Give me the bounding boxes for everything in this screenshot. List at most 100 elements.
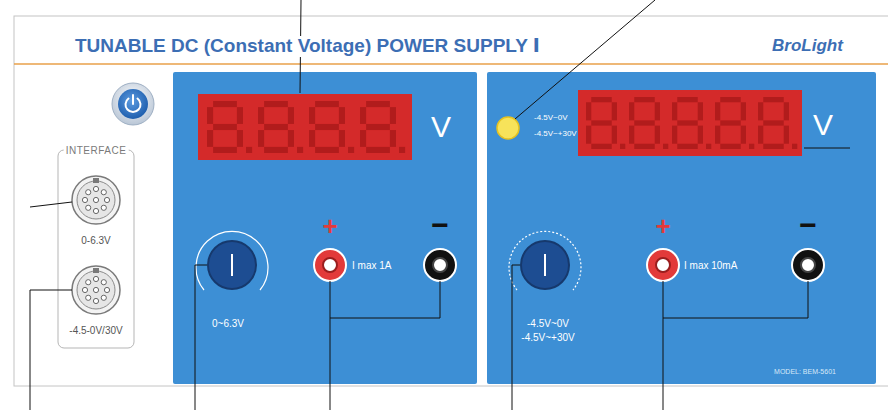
led-segment <box>629 102 634 120</box>
led-segment <box>258 130 264 147</box>
leader-lines <box>30 0 850 410</box>
led-segment <box>672 126 677 144</box>
led-segment <box>655 102 660 120</box>
polarity-sign: − <box>431 208 449 241</box>
connector-pin <box>104 197 109 202</box>
led-segment <box>763 97 783 102</box>
led-segment <box>366 124 390 130</box>
led-segment <box>366 101 390 107</box>
led-segment <box>297 147 303 153</box>
connector-pin <box>93 197 98 202</box>
led-segment <box>720 144 740 149</box>
black-terminal <box>424 249 456 281</box>
current-rating: I max 10mA <box>684 260 737 271</box>
led-segment <box>288 130 294 147</box>
title-rule <box>14 63 888 65</box>
led-segment <box>213 101 237 107</box>
current-rating: I max 1A <box>352 260 391 271</box>
led-segment <box>612 102 617 120</box>
led-segment <box>315 147 339 153</box>
connector-pin <box>93 208 98 213</box>
led-segment <box>612 126 617 144</box>
connector-socket <box>72 266 120 314</box>
led-segment <box>399 147 405 153</box>
indicator-lamp <box>497 117 519 139</box>
led-segment <box>309 130 315 147</box>
range-label: -4.5V~+30V <box>521 332 574 343</box>
led-segment <box>264 147 288 153</box>
led-segment <box>758 102 763 120</box>
led-segment <box>586 126 591 144</box>
red-terminal <box>314 249 346 281</box>
front-panel <box>14 16 888 386</box>
polarity-sign: + <box>655 212 670 241</box>
led-segment <box>715 126 720 144</box>
connector-pin <box>101 295 106 300</box>
connector-pin <box>86 280 91 285</box>
output-panel: V+−I max 1A0~6.3V <box>173 72 477 384</box>
unit-label: V <box>431 110 451 143</box>
connector-pin <box>101 280 106 285</box>
led-segment <box>784 126 789 144</box>
led-segment <box>339 107 345 124</box>
led-segment <box>390 130 396 147</box>
left-blue-panel <box>173 72 477 384</box>
led-segment <box>586 102 591 120</box>
led-segment <box>207 130 213 147</box>
led-segment <box>720 120 740 125</box>
red-terminal <box>647 249 679 281</box>
connector-pin <box>93 186 98 191</box>
led-segment <box>698 102 703 120</box>
output-panel: -4.5V~0V-4.5V~+30VV+−I max 10mA-4.5V~0V-… <box>487 72 876 384</box>
led-segment <box>213 147 237 153</box>
led-segment <box>348 147 354 153</box>
connector-pin <box>86 295 91 300</box>
led-display <box>578 90 802 156</box>
led-segment <box>634 120 654 125</box>
led-segment <box>237 107 243 124</box>
led-segment <box>360 130 366 147</box>
led-segment <box>390 107 396 124</box>
led-segment <box>792 144 797 149</box>
socket-label: -4.5-0V/30V <box>69 325 122 336</box>
indicator-label: -4.5V~+30V <box>534 130 577 139</box>
led-segment <box>366 147 390 153</box>
polarity-sign: + <box>322 212 337 241</box>
voltage-knob <box>196 231 268 290</box>
led-segment <box>677 120 697 125</box>
led-segment <box>360 107 366 124</box>
led-segment <box>677 97 697 102</box>
group-heading: INTERFACE <box>64 145 129 156</box>
connector-pin <box>104 287 109 292</box>
seven-segment-digits <box>207 101 405 153</box>
indicator-label: -4.5V~0V <box>534 114 568 123</box>
black-terminal <box>792 249 824 281</box>
power-button <box>112 83 154 125</box>
led-segment <box>264 101 288 107</box>
connector-pin <box>93 276 98 281</box>
polarity-sign: − <box>799 208 817 241</box>
connector-socket <box>72 176 120 224</box>
led-segment <box>213 124 237 130</box>
connector-pin <box>93 298 98 303</box>
led-segment <box>591 120 611 125</box>
led-segment <box>749 144 754 149</box>
led-segment <box>720 97 740 102</box>
connector-pin <box>86 205 91 210</box>
led-segment <box>758 126 763 144</box>
led-segment <box>763 120 783 125</box>
range-label: -4.5V~0V <box>527 318 569 329</box>
led-segment <box>672 102 677 120</box>
led-segment <box>258 107 264 124</box>
led-segment <box>309 107 315 124</box>
connector-pin <box>82 287 87 292</box>
brand-logo: BroLight <box>772 37 843 56</box>
connector-pin <box>93 287 98 292</box>
led-segment <box>315 124 339 130</box>
led-segment <box>763 144 783 149</box>
connector-pin <box>101 205 106 210</box>
led-segment <box>655 126 660 144</box>
led-segment <box>591 97 611 102</box>
model-number: MODEL: BEM-5601 <box>774 368 836 376</box>
interface-group: INTERFACE0-6.3V-4.5-0V/30V <box>58 150 134 348</box>
